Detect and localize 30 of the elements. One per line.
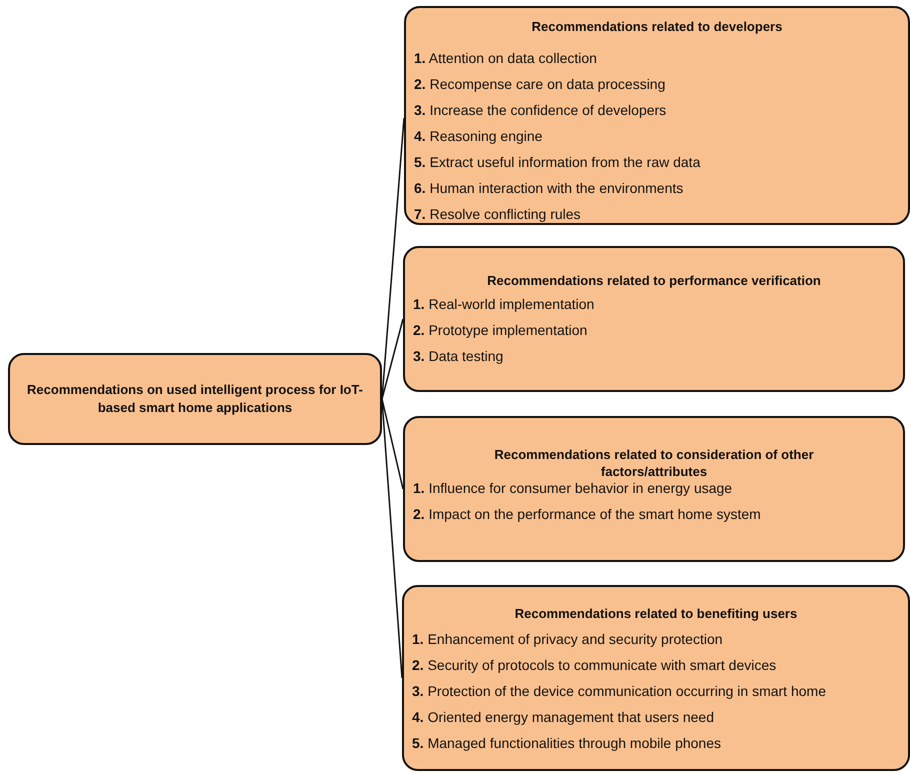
list-item: 1. Attention on data collection: [414, 50, 597, 66]
category-box: [402, 585, 910, 771]
list-item: 1. Real-world implementation: [413, 296, 594, 312]
list-item: 3. Protection of the device communication occurring in smart home: [412, 683, 826, 699]
list-item: 3. Increase the confidence of developers: [414, 102, 666, 118]
list-item: 2. Prototype implementation: [413, 322, 588, 338]
list-item: 1. Influence for consumer behavior in energy usage: [413, 480, 732, 496]
list-item: 7. Resolve conflicting rules: [414, 206, 581, 222]
list-item: 1. Enhancement of privacy and security protection: [412, 631, 723, 647]
category-box: [404, 6, 910, 225]
root-box: [8, 353, 382, 445]
category-box: [403, 246, 905, 392]
list-item: 4. Reasoning engine: [414, 128, 542, 144]
list-item: 5. Managed functionalities through mobile phones: [412, 735, 721, 751]
connector-line: [381, 398, 404, 490]
list-item: 3. Data testing: [413, 348, 504, 364]
list-item: 6. Human interaction with the environments: [414, 180, 684, 196]
box-heading: Recommendations on used intelligent process for IoT-based smart home applications: [26, 381, 364, 417]
list-item: 2. Security of protocols to communicate with smart devices: [412, 657, 776, 673]
connector-line: [381, 398, 403, 678]
list-item: 2. Impact on the performance of the smart home system: [413, 506, 761, 522]
box-heading: Recommendations related to consideration of other factors/attributes: [493, 446, 815, 480]
box-heading: Recommendations related to performance verification: [486, 272, 822, 289]
box-heading: Recommendations related to developers: [530, 18, 784, 35]
list-item: 2. Recompense care on data processing: [414, 76, 666, 92]
box-heading: Recommendations related to benefiting users: [514, 605, 798, 622]
list-item: 5. Extract useful information from the raw data: [414, 154, 700, 170]
category-box: [403, 416, 905, 562]
connector-line: [381, 318, 404, 400]
list-item: 4. Oriented energy management that users need: [412, 709, 714, 725]
